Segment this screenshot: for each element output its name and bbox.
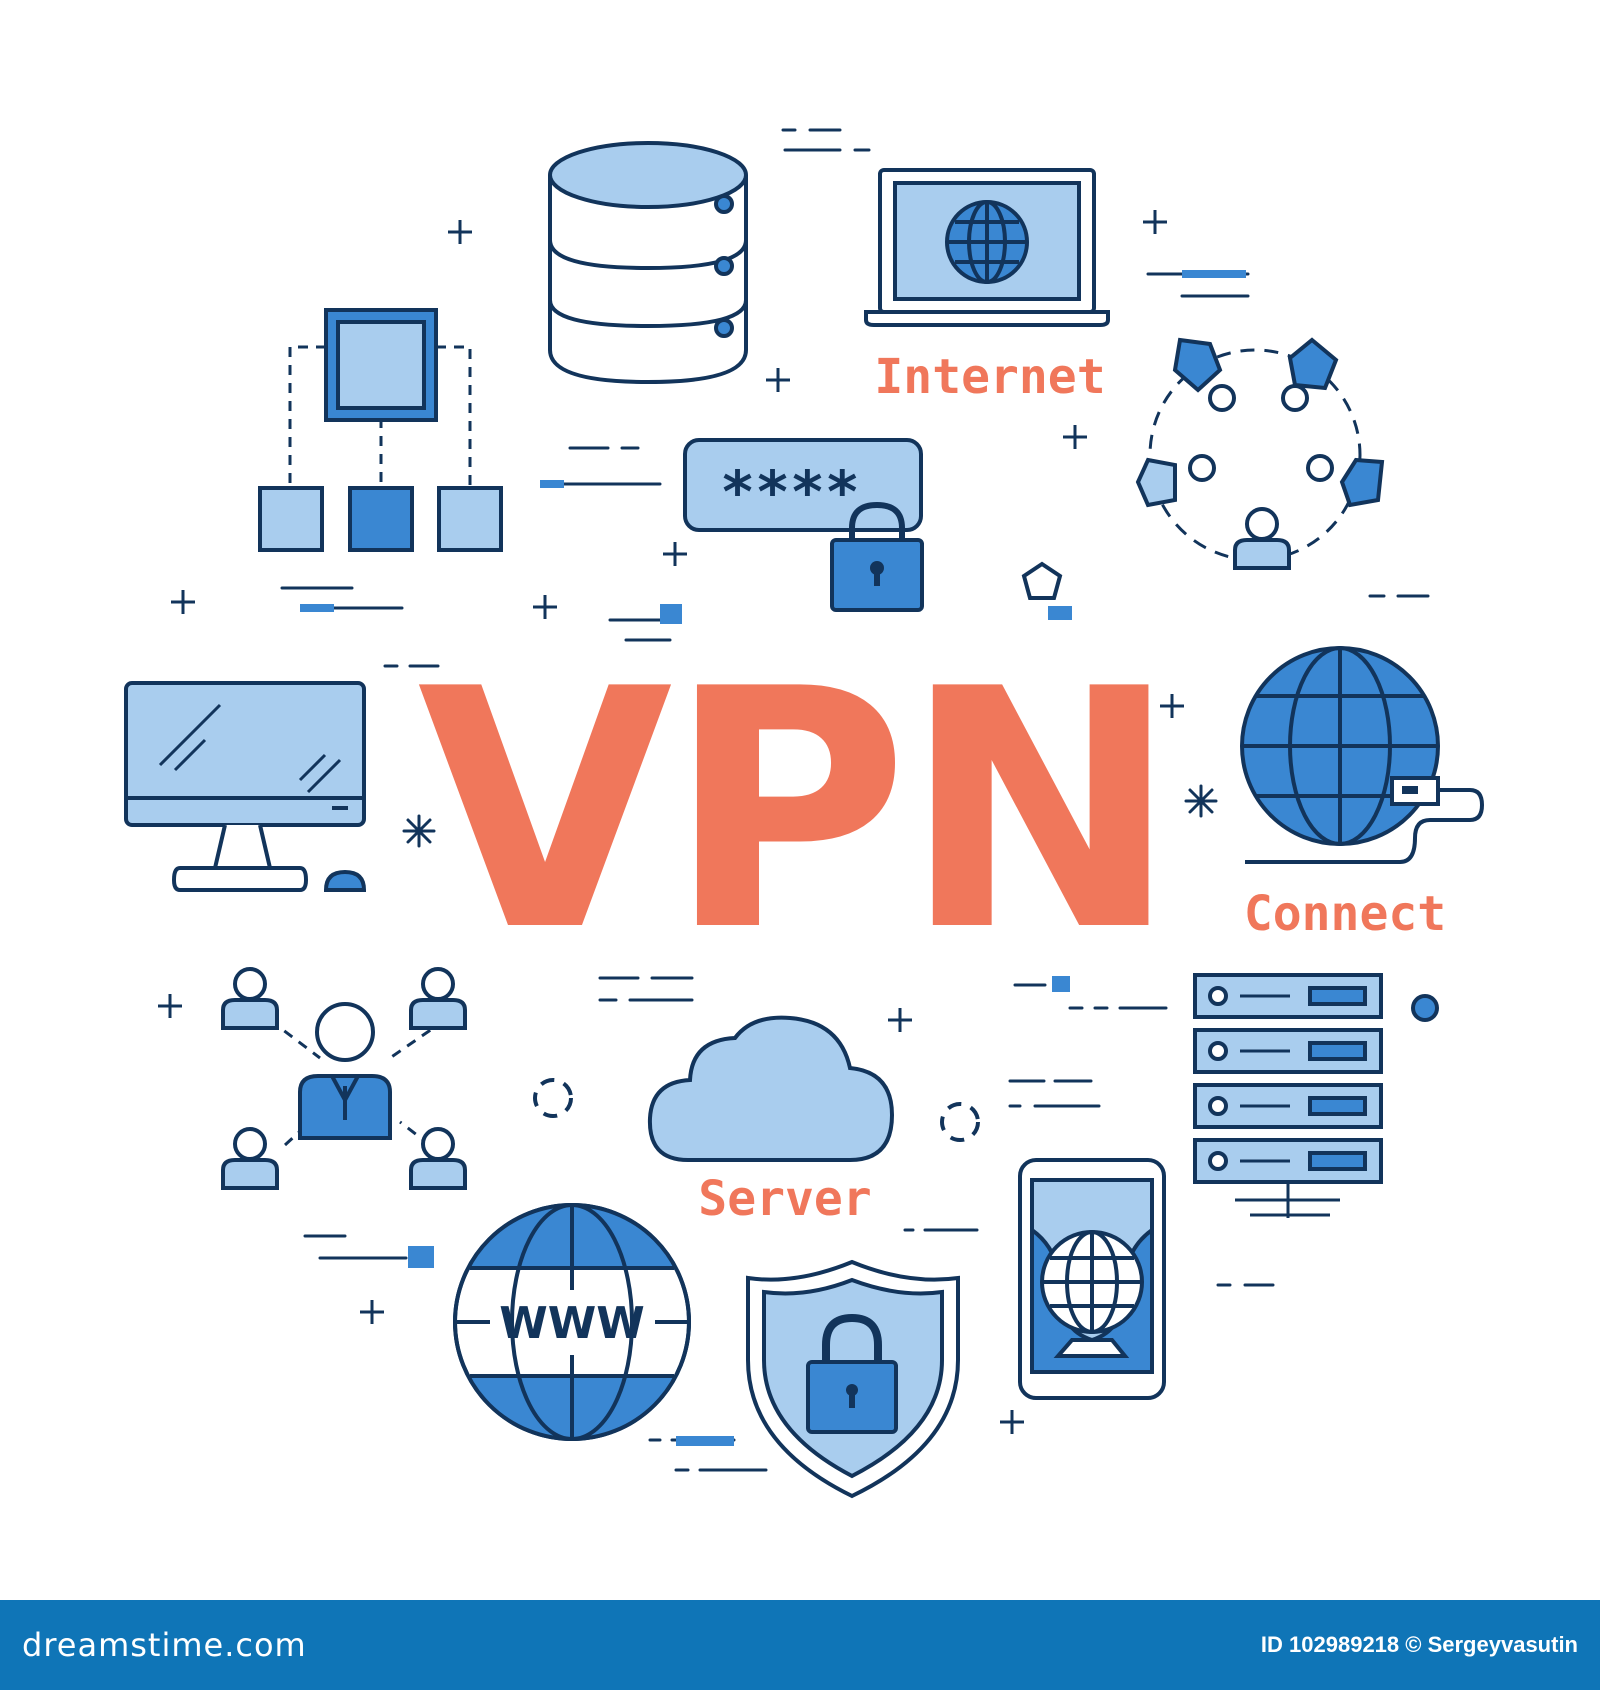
cloud-icon bbox=[647, 1015, 895, 1162]
connect-label: Connect bbox=[1244, 886, 1446, 942]
decoration bbox=[156, 128, 1430, 1472]
smartphone-globe-icon bbox=[1018, 1158, 1166, 1400]
globe-cable-icon bbox=[1240, 646, 1485, 864]
team-network-icon bbox=[221, 967, 467, 1190]
password-field: **** bbox=[720, 458, 860, 526]
password-lock-icon bbox=[683, 438, 924, 612]
footer-bar: dreamstime.com ID 102989218 © Sergeyvasu… bbox=[0, 1600, 1600, 1690]
image-credit: ID 102989218 © Sergeyvasutin bbox=[1260, 1632, 1578, 1657]
vpn-illustration: Internet **** bbox=[124, 128, 1485, 1499]
shield-lock-icon bbox=[746, 1259, 960, 1499]
brand-logo[interactable]: dreamstime.com bbox=[22, 1626, 307, 1664]
laptop-globe-icon bbox=[864, 168, 1110, 327]
www-text: WWW bbox=[499, 1298, 645, 1349]
internet-label: Internet bbox=[874, 349, 1105, 405]
people-circle-icon bbox=[1135, 337, 1385, 570]
database-icon bbox=[548, 141, 748, 385]
vpn-title: VPN bbox=[417, 619, 1172, 1003]
server-label: Server bbox=[698, 1171, 871, 1227]
hierarchy-icon bbox=[258, 308, 503, 552]
desktop-monitor-icon bbox=[124, 681, 367, 892]
server-rack-icon bbox=[1193, 973, 1439, 1218]
